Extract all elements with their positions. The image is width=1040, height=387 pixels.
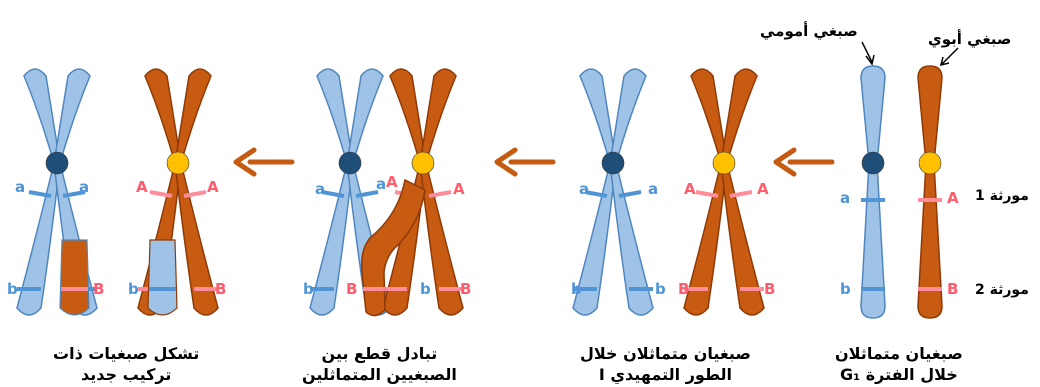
stage-g1 <box>861 66 942 318</box>
g1-paternal-centromere <box>919 152 941 174</box>
allele-B-s2-r: B <box>764 280 775 298</box>
allele-b-s2-l: b <box>571 280 582 298</box>
allele-a-s1: a <box>840 189 850 207</box>
allele-A-s4-l: A <box>136 178 148 196</box>
allele-A-s3-r: A <box>453 180 465 198</box>
stage-prophase-one <box>573 69 764 315</box>
rc-maternal-centromere <box>46 152 68 174</box>
p1-maternal-centromere <box>602 152 624 174</box>
allele-b-s2-r: b <box>655 280 666 298</box>
rc-paternal-centromere <box>167 152 189 174</box>
allele-b-s4-l: b <box>7 280 18 298</box>
allele-B-s4-r: B <box>215 280 226 298</box>
allele-A-s3-l: A <box>386 173 398 191</box>
allele-A-s2-r: A <box>757 180 769 198</box>
allele-a-s2-l: a <box>579 180 589 198</box>
allele-b-s3-l: b <box>303 280 314 298</box>
allele-B-s3-r: B <box>460 280 471 298</box>
allele-b-s1: b <box>840 280 851 298</box>
maternal-chromosome-label: صبغي أمومي <box>760 22 858 40</box>
paternal-chromosome-label: صبغي أبوي <box>928 30 1011 48</box>
allele-A-s1: A <box>947 189 959 207</box>
stage-crossing-over <box>310 69 463 316</box>
maternal-pointer <box>862 42 872 62</box>
co-maternal-centromere <box>339 152 361 174</box>
allele-b-s3-r: b <box>420 280 431 298</box>
allele-A-s4-r: A <box>207 178 219 196</box>
stage-new-combination <box>17 69 218 315</box>
allele-a-s3-l: a <box>315 180 325 198</box>
g1-paternal-body <box>918 66 942 318</box>
allele-A-s2-l: A <box>684 180 696 198</box>
allele-a-s3-r: a <box>376 175 386 193</box>
g1-maternal-centromere <box>862 152 884 174</box>
g1-maternal-body <box>861 66 885 318</box>
gene2-label: مورثة 2 <box>975 282 1029 298</box>
rc-maternal-exchanged-segment <box>60 240 89 315</box>
gene1-label: مورثة 1 <box>975 188 1029 204</box>
allele-B-s2-l: B <box>678 280 689 298</box>
stage-arrows <box>236 150 832 174</box>
allele-B-s3-l: B <box>346 280 357 298</box>
p1-paternal-centromere <box>713 152 735 174</box>
paternal-pointer <box>942 48 958 64</box>
allele-a-s4-r: a <box>79 178 89 196</box>
rc-paternal-exchanged-segment <box>148 240 177 315</box>
allele-a-s4-l: a <box>15 178 25 196</box>
allele-B-s4-l: B <box>93 280 104 298</box>
allele-B-s1: B <box>947 280 958 298</box>
allele-b-s4-r: b <box>128 280 139 298</box>
allele-a-s2-r: a <box>648 180 658 198</box>
co-paternal-centromere <box>412 152 434 174</box>
